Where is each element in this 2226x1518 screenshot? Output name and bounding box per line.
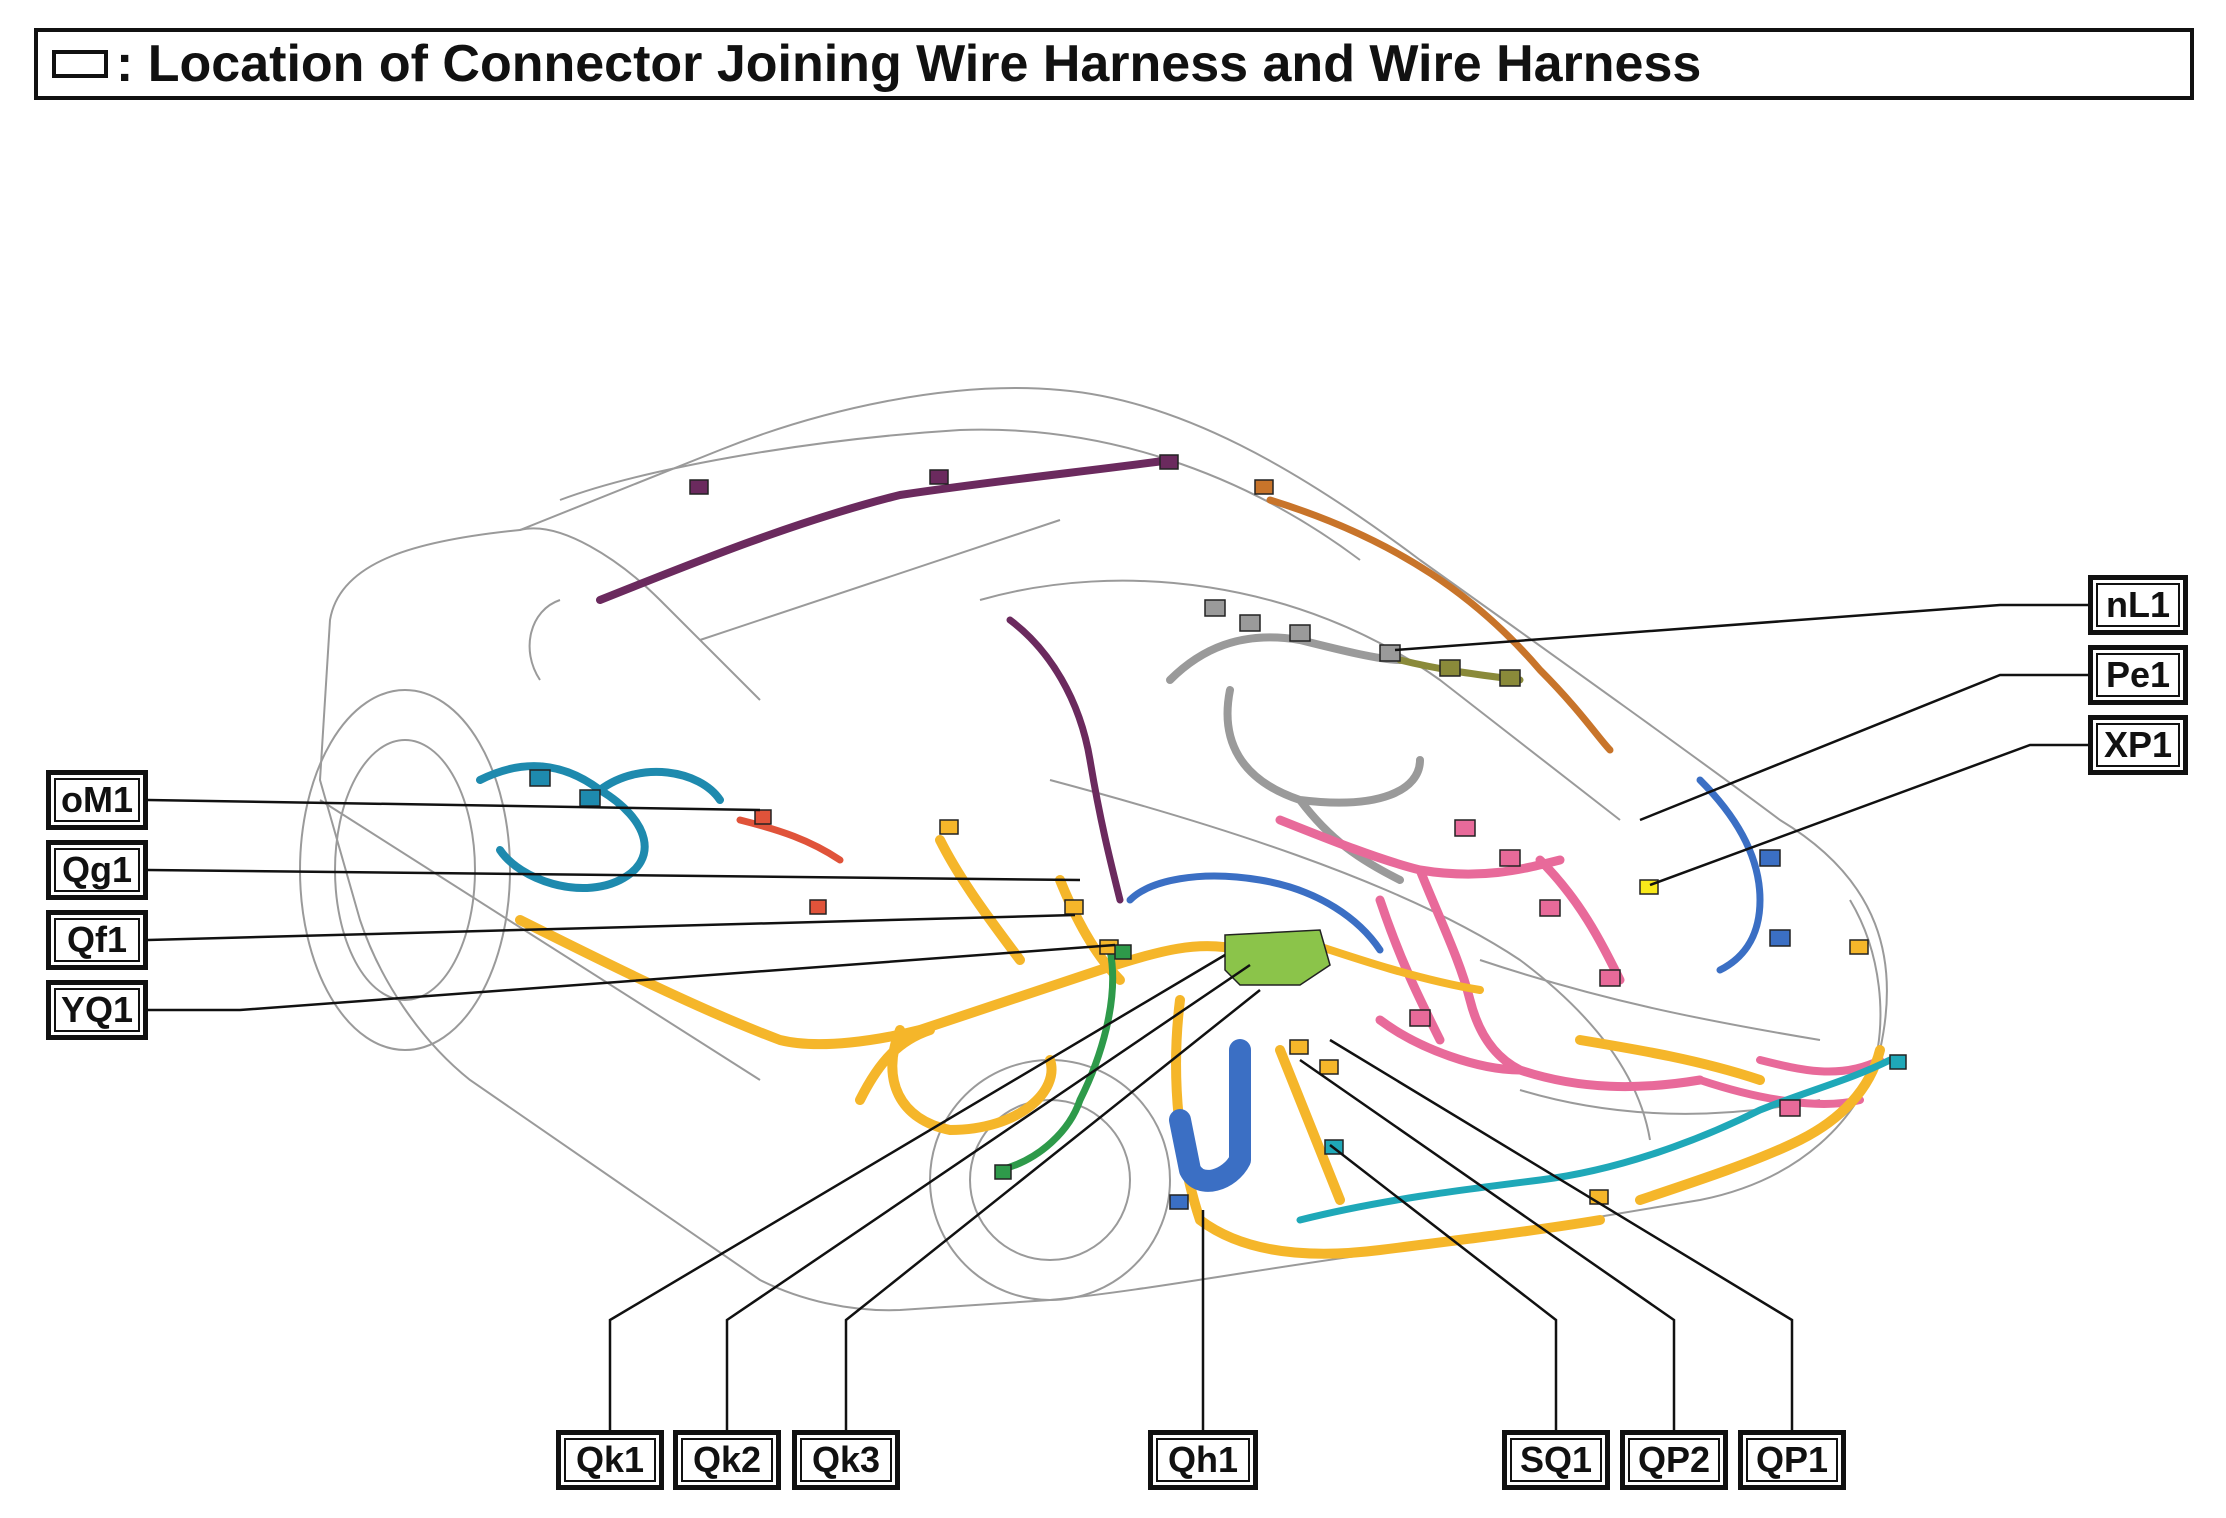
- pillar-harness: [1006, 616, 1124, 904]
- center-harness: [1166, 633, 1424, 884]
- connector-label-oM1[interactable]: oM1: [46, 770, 148, 830]
- connector-label-Qk1[interactable]: Qk1: [556, 1430, 664, 1490]
- floor-harness: [1296, 1056, 1894, 1224]
- relay-block: [1169, 1039, 1251, 1192]
- connector-label-XP1[interactable]: XP1: [2088, 715, 2188, 775]
- connector-label-Qg1[interactable]: Qg1: [46, 840, 148, 900]
- connector-label-YQ1[interactable]: YQ1: [46, 980, 148, 1040]
- title-banner: : Location of Connector Joining Wire Har…: [34, 28, 2194, 100]
- green-harness: [996, 946, 1117, 1174]
- connector-label-Qk2[interactable]: Qk2: [673, 1430, 781, 1490]
- left-door-harness: [476, 762, 724, 892]
- roof-harness-right: [1266, 496, 1614, 754]
- instrument-panel-harness: [515, 835, 1885, 1259]
- connector-label-QP2[interactable]: QP2: [1620, 1430, 1728, 1490]
- leader-lines: [147, 603, 2088, 1430]
- blue-harness: [1126, 776, 1764, 974]
- connector-label-Qk3[interactable]: Qk3: [792, 1430, 900, 1490]
- connector-label-Pe1[interactable]: Pe1: [2088, 645, 2188, 705]
- connector-label-Qf1[interactable]: Qf1: [46, 910, 148, 970]
- car-body-outline: [299, 387, 1888, 1312]
- page-title: : Location of Connector Joining Wire Har…: [116, 35, 1702, 93]
- connector-label-Qh1[interactable]: Qh1: [1148, 1430, 1258, 1490]
- connector-label-QP1[interactable]: QP1: [1738, 1430, 1846, 1490]
- connector-label-nL1[interactable]: nL1: [2088, 575, 2188, 635]
- roof-harness: [596, 456, 1174, 604]
- connector-blocks: [529, 454, 1907, 1210]
- connector-box-icon: [52, 50, 108, 78]
- junction-block: [1224, 929, 1331, 986]
- connector-label-SQ1[interactable]: SQ1: [1502, 1430, 1610, 1490]
